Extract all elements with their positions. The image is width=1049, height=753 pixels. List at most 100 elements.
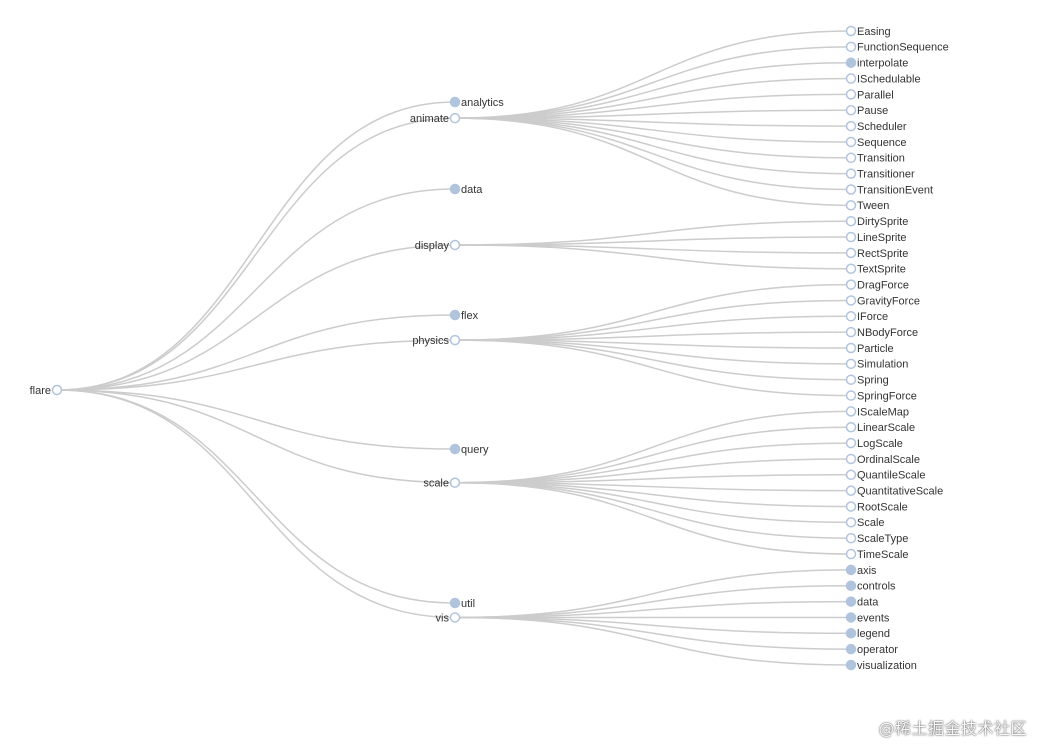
node-vis[interactable]: vis — [436, 612, 461, 624]
node-flare[interactable]: flare — [30, 384, 63, 397]
node-operator[interactable]: operator — [845, 643, 899, 656]
node-tween[interactable]: Tween — [845, 200, 890, 212]
expanded-node-circle[interactable] — [845, 548, 857, 560]
expanded-node-circle[interactable] — [845, 358, 857, 370]
node-query[interactable]: query — [449, 443, 490, 456]
collapsed-node-circle[interactable] — [845, 57, 857, 68]
expanded-node-circle[interactable] — [845, 120, 857, 132]
expanded-node-circle[interactable] — [845, 215, 857, 227]
node-data[interactable]: data — [845, 596, 880, 608]
expanded-node-circle[interactable] — [845, 422, 857, 433]
node-gravityforce[interactable]: GravityForce — [845, 295, 920, 307]
expanded-node-circle[interactable] — [845, 41, 857, 53]
collapsed-node-circle[interactable] — [449, 183, 461, 195]
expanded-node-circle[interactable] — [845, 200, 857, 211]
node-data[interactable]: data — [449, 183, 484, 196]
collapsed-node-circle[interactable] — [845, 643, 857, 655]
expanded-node-circle[interactable] — [845, 453, 857, 465]
node-animate[interactable]: animate — [410, 112, 461, 125]
node-scale[interactable]: scale — [423, 477, 461, 490]
node-logscale[interactable]: LogScale — [845, 437, 903, 450]
expanded-node-circle[interactable] — [845, 390, 857, 401]
node-parallel[interactable]: Parallel — [845, 89, 894, 101]
node-axis[interactable]: axis — [845, 564, 878, 577]
expanded-node-circle[interactable] — [51, 384, 63, 396]
node-physics[interactable]: physics — [412, 334, 461, 347]
node-quantilescale[interactable]: QuantileScale — [845, 469, 926, 482]
node-iscalemap[interactable]: IScaleMap — [845, 406, 909, 418]
node-transitionevent[interactable]: TransitionEvent — [845, 184, 934, 196]
expanded-node-circle[interactable] — [845, 501, 857, 512]
expanded-node-circle[interactable] — [449, 239, 461, 251]
node-sequence[interactable]: Sequence — [845, 136, 907, 149]
node-spring[interactable]: Spring — [845, 374, 889, 387]
expanded-node-circle[interactable] — [845, 469, 857, 481]
node-controls[interactable]: controls — [845, 580, 897, 593]
collapsed-node-circle[interactable] — [845, 659, 857, 671]
expanded-node-circle[interactable] — [845, 89, 857, 100]
collapsed-node-circle[interactable] — [449, 96, 461, 108]
collapsed-node-circle[interactable] — [449, 309, 461, 321]
node-ordinalscale[interactable]: OrdinalScale — [845, 453, 920, 466]
expanded-node-circle[interactable] — [845, 231, 857, 243]
collapsed-node-circle[interactable] — [845, 564, 857, 576]
node-visualization[interactable]: visualization — [845, 659, 917, 672]
node-pause[interactable]: Pause — [845, 105, 889, 117]
expanded-node-circle[interactable] — [449, 334, 461, 346]
node-quantitativescale[interactable]: QuantitativeScale — [845, 485, 944, 498]
node-easing[interactable]: Easing — [845, 25, 891, 38]
node-nbodyforce[interactable]: NBodyForce — [845, 326, 919, 339]
expanded-node-circle[interactable] — [845, 295, 857, 306]
collapsed-node-circle[interactable] — [845, 596, 857, 607]
node-particle[interactable]: Particle — [845, 342, 894, 355]
node-scale[interactable]: Scale — [845, 517, 885, 529]
collapsed-node-circle[interactable] — [449, 443, 461, 455]
expanded-node-circle[interactable] — [845, 184, 857, 195]
node-events[interactable]: events — [845, 612, 890, 624]
expanded-node-circle[interactable] — [845, 247, 857, 259]
expanded-node-circle[interactable] — [845, 152, 857, 164]
expanded-node-circle[interactable] — [845, 279, 857, 290]
node-ischedulable[interactable]: ISchedulable — [845, 73, 921, 85]
expanded-node-circle[interactable] — [845, 168, 857, 179]
node-analytics[interactable]: analytics — [449, 96, 505, 109]
node-interpolate[interactable]: interpolate — [845, 57, 909, 70]
collapsed-node-circle[interactable] — [845, 612, 857, 623]
expanded-node-circle[interactable] — [845, 374, 857, 385]
expanded-node-circle[interactable] — [845, 263, 857, 274]
expanded-node-circle[interactable] — [845, 136, 857, 148]
expanded-node-circle[interactable] — [845, 105, 857, 116]
node-linesprite[interactable]: LineSprite — [845, 231, 907, 244]
node-textsprite[interactable]: TextSprite — [845, 263, 906, 276]
node-display[interactable]: display — [415, 239, 461, 252]
expanded-node-circle[interactable] — [845, 485, 857, 496]
node-flex[interactable]: flex — [449, 309, 479, 322]
expanded-node-circle[interactable] — [845, 73, 857, 84]
node-scaletype[interactable]: ScaleType — [845, 532, 909, 545]
node-functionsequence[interactable]: FunctionSequence — [845, 41, 949, 54]
expanded-node-circle[interactable] — [845, 25, 857, 37]
node-rectsprite[interactable]: RectSprite — [845, 247, 909, 260]
node-dirtysprite[interactable]: DirtySprite — [845, 215, 909, 228]
node-util[interactable]: util — [449, 597, 476, 610]
node-legend[interactable]: legend — [845, 628, 891, 640]
collapsed-node-circle[interactable] — [845, 628, 857, 639]
expanded-node-circle[interactable] — [845, 311, 857, 322]
expanded-node-circle[interactable] — [845, 326, 857, 338]
node-linearscale[interactable]: LinearScale — [845, 422, 916, 434]
expanded-node-circle[interactable] — [845, 517, 857, 528]
node-springforce[interactable]: SpringForce — [845, 390, 917, 402]
node-simulation[interactable]: Simulation — [845, 358, 909, 371]
expanded-node-circle[interactable] — [449, 612, 461, 623]
expanded-node-circle[interactable] — [449, 477, 461, 488]
collapsed-node-circle[interactable] — [845, 580, 857, 591]
node-rootscale[interactable]: RootScale — [845, 501, 908, 513]
expanded-node-circle[interactable] — [845, 342, 857, 354]
expanded-node-circle[interactable] — [845, 437, 857, 449]
node-scheduler[interactable]: Scheduler — [845, 120, 907, 133]
expanded-node-circle[interactable] — [845, 406, 857, 417]
node-dragforce[interactable]: DragForce — [845, 279, 909, 291]
node-iforce[interactable]: IForce — [845, 311, 889, 323]
node-timescale[interactable]: TimeScale — [845, 548, 909, 561]
node-transition[interactable]: Transition — [845, 152, 905, 165]
